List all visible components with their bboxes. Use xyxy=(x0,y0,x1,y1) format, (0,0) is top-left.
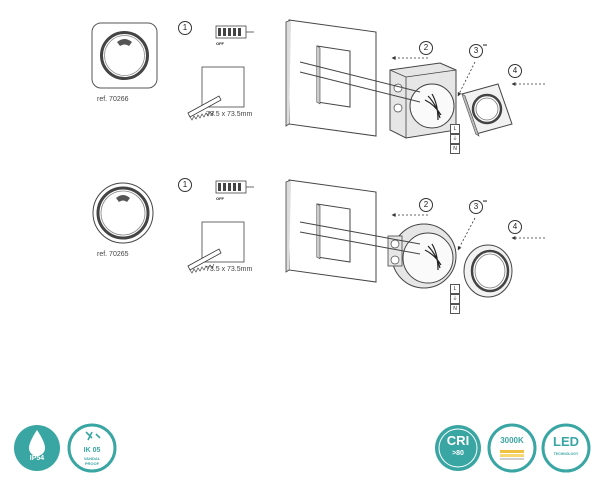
cct-badge-icon xyxy=(487,423,537,473)
terminal-n-a: N xyxy=(450,144,460,154)
ik05-badge-icon xyxy=(67,423,117,473)
cutout-dimension-b: 73.5 x 73.5mm xyxy=(206,266,253,273)
step-4-a: 4 xyxy=(508,64,522,78)
product-a-thumbnail xyxy=(91,22,158,89)
terminal-earth-a: ⏚ xyxy=(450,134,460,144)
cri-label: CRI xyxy=(446,433,470,448)
product-b-thumbnail xyxy=(92,182,154,244)
guide-lines-b xyxy=(299,221,421,255)
product-b-ref: ref. 70265 xyxy=(97,251,129,258)
terminal-l-a: L xyxy=(450,124,460,134)
wall-frame-b xyxy=(285,179,377,283)
step-4-b: 4 xyxy=(508,220,522,234)
terminal-n-b: N xyxy=(450,304,460,314)
step-1-b: 1 xyxy=(178,178,192,192)
ik-proof-label: PROOF xyxy=(84,461,100,466)
step-3-a: 3 xyxy=(469,44,483,58)
guide-lines-a xyxy=(299,61,421,103)
mounting-box-a xyxy=(389,62,457,139)
luminaire-round-b xyxy=(463,244,513,298)
step-2-b: 2 xyxy=(419,198,433,212)
led-badge-icon xyxy=(541,423,591,473)
step-3-marker-b: ** xyxy=(483,200,487,206)
ik-rating-label: IK 05 xyxy=(83,447,101,454)
cutout-template-b xyxy=(187,221,245,274)
led-label: LED xyxy=(553,434,579,449)
step-3-marker-a: ** xyxy=(483,44,487,50)
ik-vandal-label: VANDAL xyxy=(83,456,101,461)
arrow-step3-b xyxy=(457,217,476,251)
step-1-a: 1 xyxy=(178,21,192,35)
cct-label: 3000K xyxy=(500,436,524,445)
mounting-box-b xyxy=(387,223,457,289)
product-a-ref: ref. 70266 xyxy=(97,96,129,103)
terminal-l-b: L xyxy=(450,284,460,294)
wall-frame-a xyxy=(285,19,377,137)
terminal-earth-b: ⏚ xyxy=(450,294,460,304)
cri-value: >80 xyxy=(452,450,464,457)
cutout-dimension-a: 73.5 x 73.5mm xyxy=(206,111,253,118)
led-technology-label: TECHNOLOGY xyxy=(553,452,579,456)
step-3-b: 3 xyxy=(469,200,483,214)
switch-off-label-b: OFF xyxy=(216,196,224,201)
ip54-badge-icon xyxy=(14,425,60,471)
switch-off-label-a: OFF xyxy=(216,41,224,46)
luminaire-square-a xyxy=(461,83,513,137)
dip-switch-icon xyxy=(215,25,254,39)
cri-badge-icon xyxy=(435,425,481,471)
dip-switch-icon-b xyxy=(215,180,254,194)
cutout-template-a xyxy=(187,66,245,121)
step-2-a: 2 xyxy=(419,41,433,55)
ip-rating-label: IP54 xyxy=(29,455,45,462)
